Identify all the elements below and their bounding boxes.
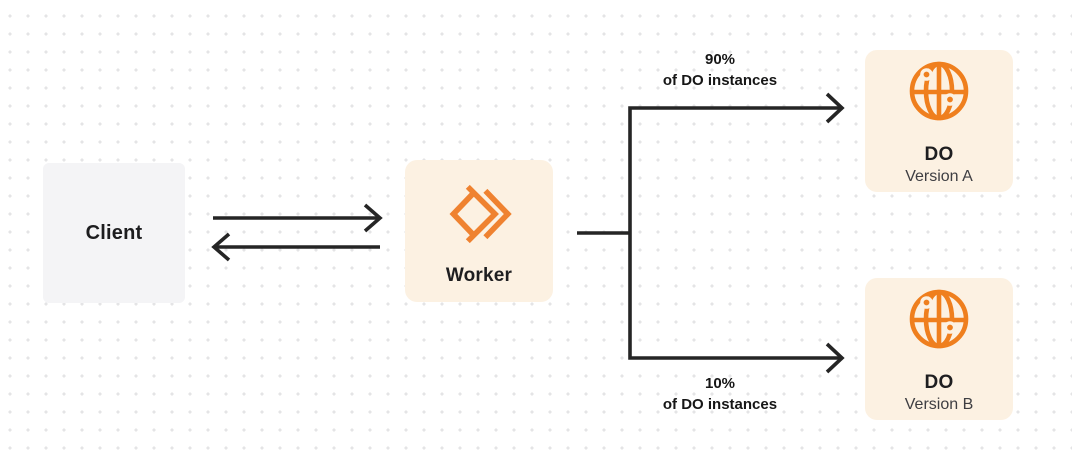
do-version-b-node: DO Version B — [865, 278, 1013, 420]
top-split-label: 90% of DO instances — [610, 49, 830, 91]
globe-icon — [907, 59, 971, 128]
client-node: Client — [43, 163, 185, 303]
do-a-title: DO — [924, 144, 954, 165]
bottom-split-percent: 10% — [704, 375, 736, 392]
branch-split-line — [628, 106, 840, 360]
worker-node: Worker — [405, 160, 553, 302]
worker-label: Worker — [445, 265, 513, 286]
bottom-split-label: 10% of DO instances — [610, 373, 830, 415]
do-b-subtitle: Version B — [904, 396, 974, 413]
globe-icon — [907, 287, 971, 356]
do-a-subtitle: Version A — [905, 168, 973, 185]
bottom-split-caption: of DO instances — [662, 396, 778, 413]
top-split-percent: 90% — [704, 51, 736, 68]
arrowhead-to-version-b — [825, 342, 845, 374]
arrowhead-to-version-a — [825, 92, 845, 124]
top-split-caption: of DO instances — [662, 72, 778, 89]
client-label: Client — [85, 221, 143, 244]
response-arrow — [211, 232, 380, 262]
workers-chevron-icon — [443, 182, 515, 251]
do-version-a-node: DO Version A — [865, 50, 1013, 192]
request-arrow — [213, 203, 383, 233]
do-b-title: DO — [924, 372, 954, 393]
